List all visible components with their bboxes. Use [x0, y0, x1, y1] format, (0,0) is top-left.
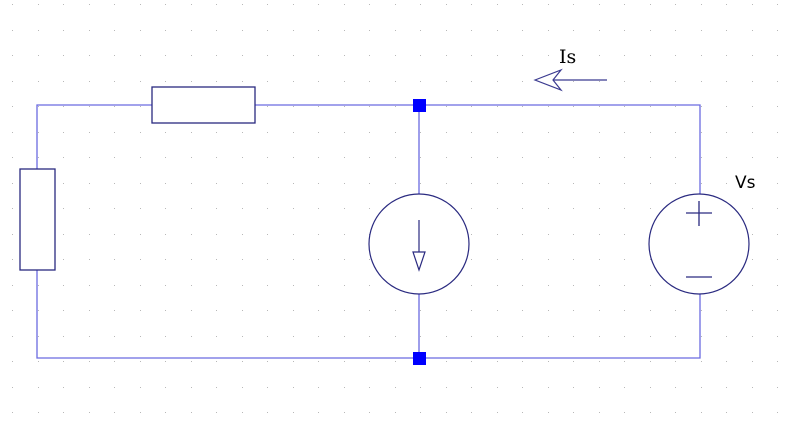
current-source[interactable] [368, 193, 470, 295]
wire-bottom-right[interactable] [419, 294, 701, 359]
arrow-down-icon [412, 220, 426, 272]
current-label: Is [559, 46, 577, 68]
voltage-source-label: Vs [735, 173, 756, 193]
wire-top-left[interactable] [36, 104, 152, 169]
voltage-source[interactable] [648, 193, 750, 295]
wire-top-right[interactable] [419, 104, 701, 194]
node-top[interactable] [413, 99, 426, 112]
plus-icon [686, 201, 712, 226]
voltage-source-circle [648, 193, 750, 295]
current-arrow-icon[interactable] [533, 68, 607, 92]
wire-left-bottom[interactable] [36, 270, 419, 359]
resistor-vertical[interactable] [19, 168, 56, 271]
node-bottom[interactable] [413, 352, 426, 365]
resistor-horizontal[interactable] [151, 86, 256, 124]
wires [36, 104, 701, 359]
